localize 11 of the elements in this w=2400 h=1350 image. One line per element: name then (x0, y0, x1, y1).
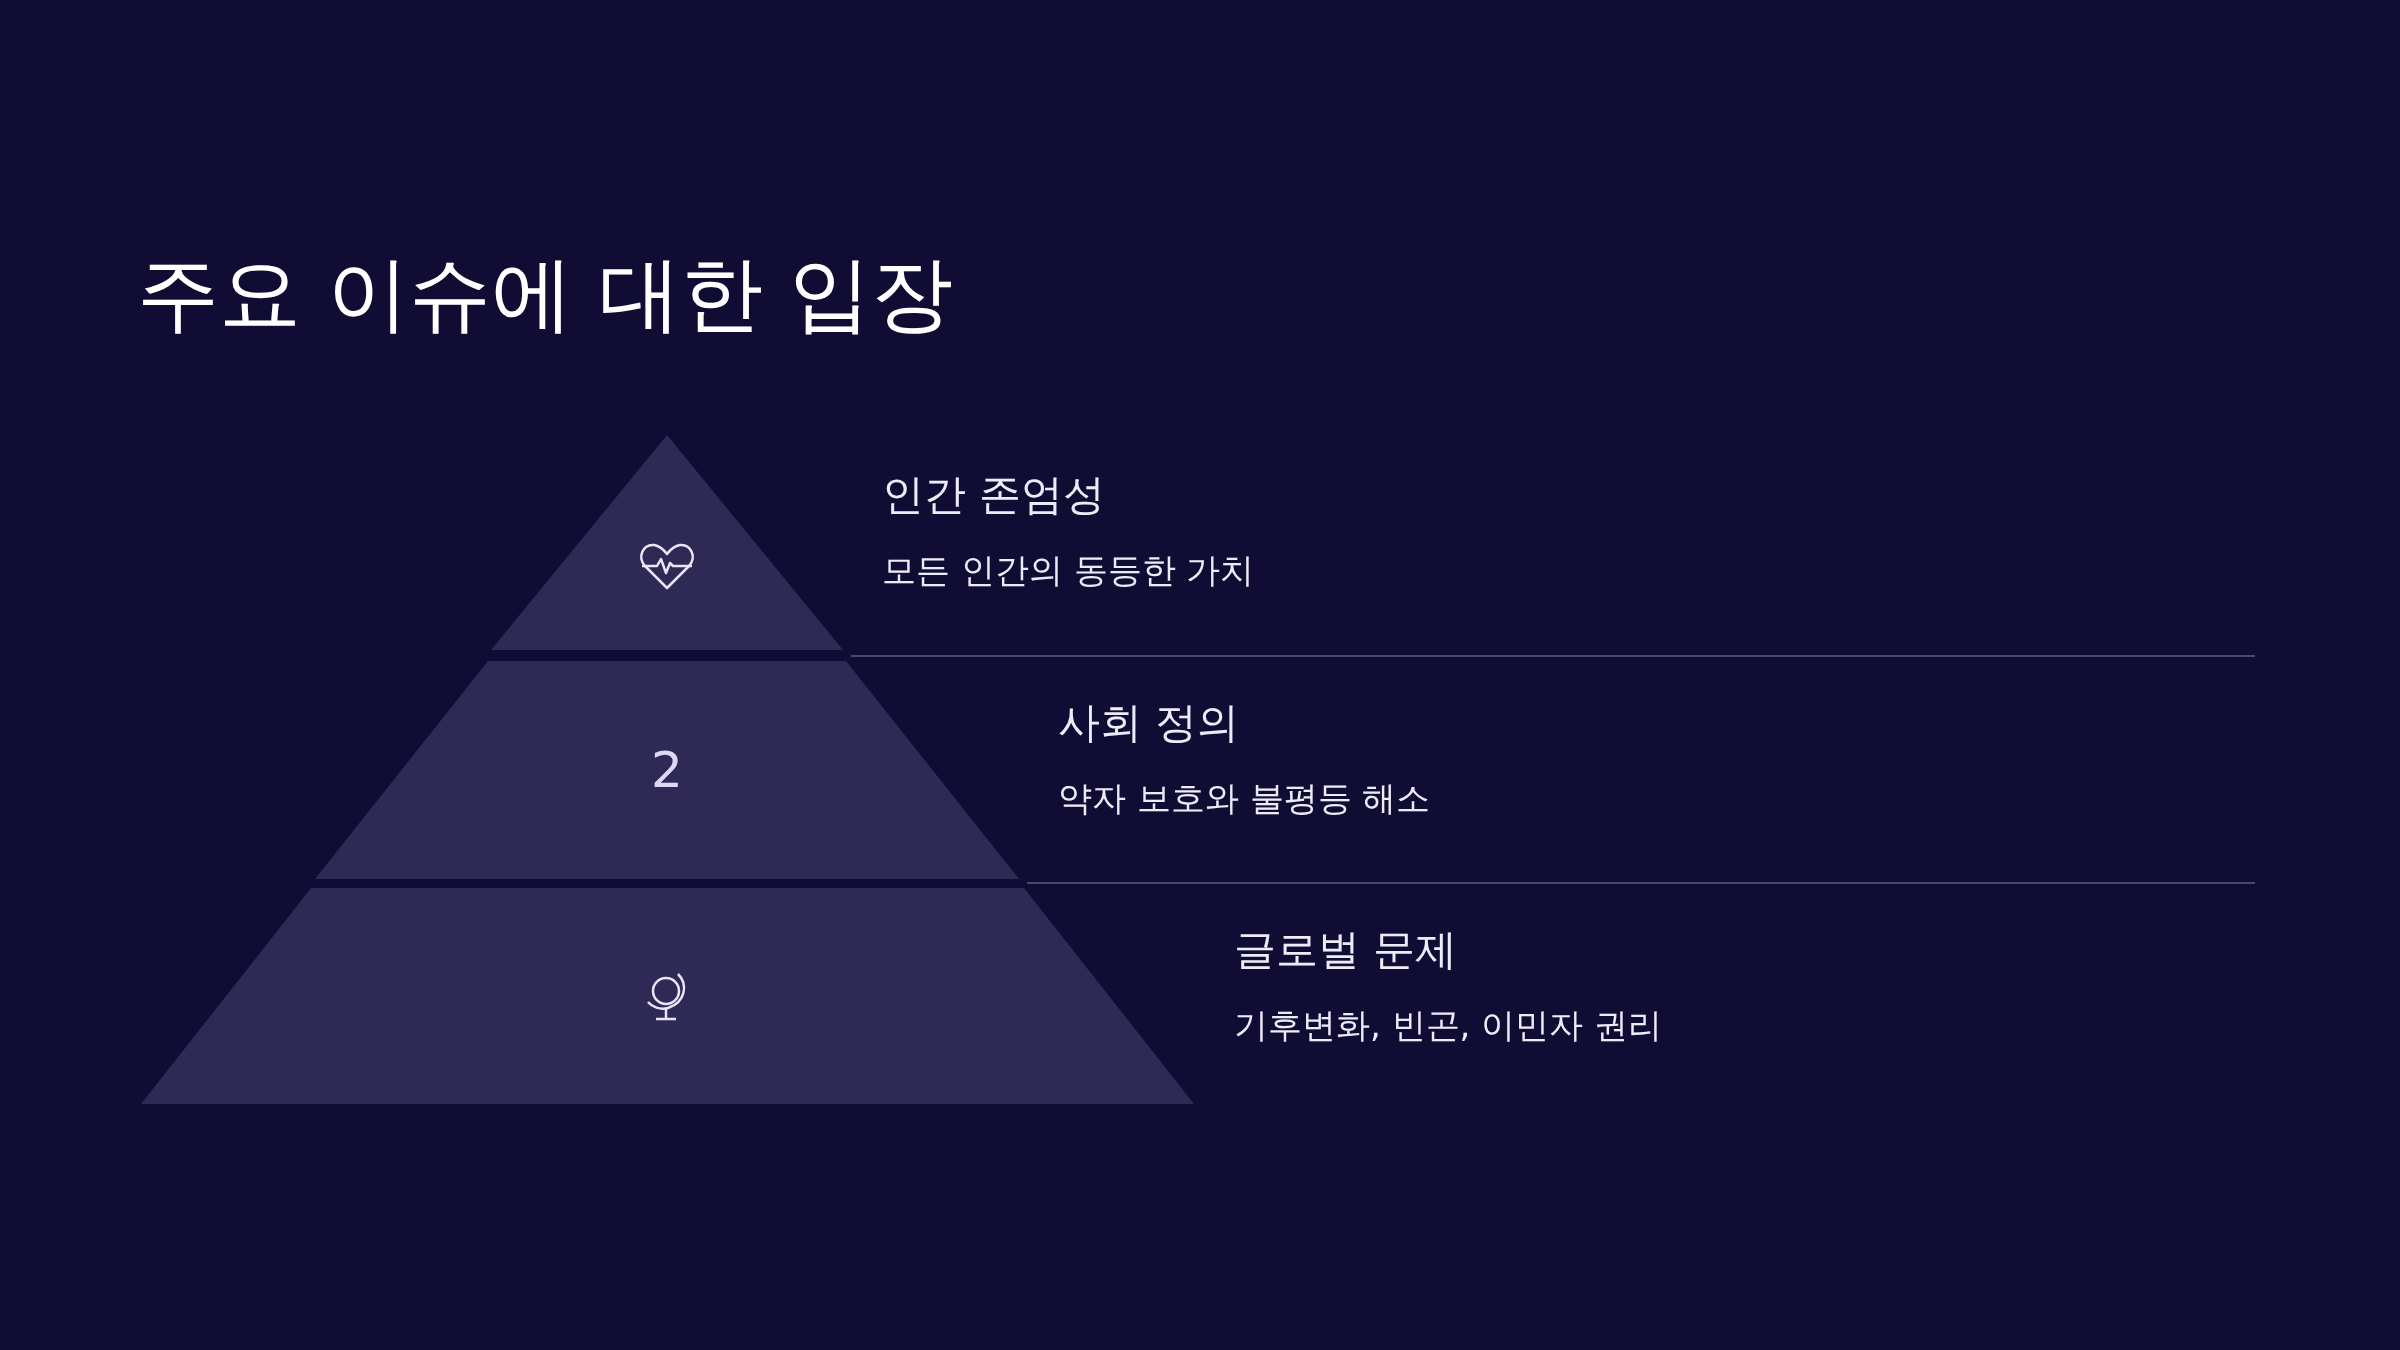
tier-description: 모든 인간의 동등한 가치 (882, 550, 1255, 591)
slide-title: 주요 이슈에 대한 입장 (137, 245, 954, 343)
tier-heading: 글로벌 문제 (1234, 925, 1458, 976)
pyramid-tier (315, 661, 1019, 879)
tier-heading: 사회 정의 (1058, 698, 1240, 749)
tier-description: 약자 보호와 불평등 해소 (1058, 778, 1431, 819)
pyramid-tier (141, 888, 1194, 1104)
pyramid-top-tier (491, 435, 843, 650)
tier-number: 2 (650, 745, 684, 795)
tier-description: 기후변화, 빈곤, 이민자 권리 (1234, 1005, 1663, 1046)
tier-heading: 인간 존엄성 (882, 470, 1106, 521)
